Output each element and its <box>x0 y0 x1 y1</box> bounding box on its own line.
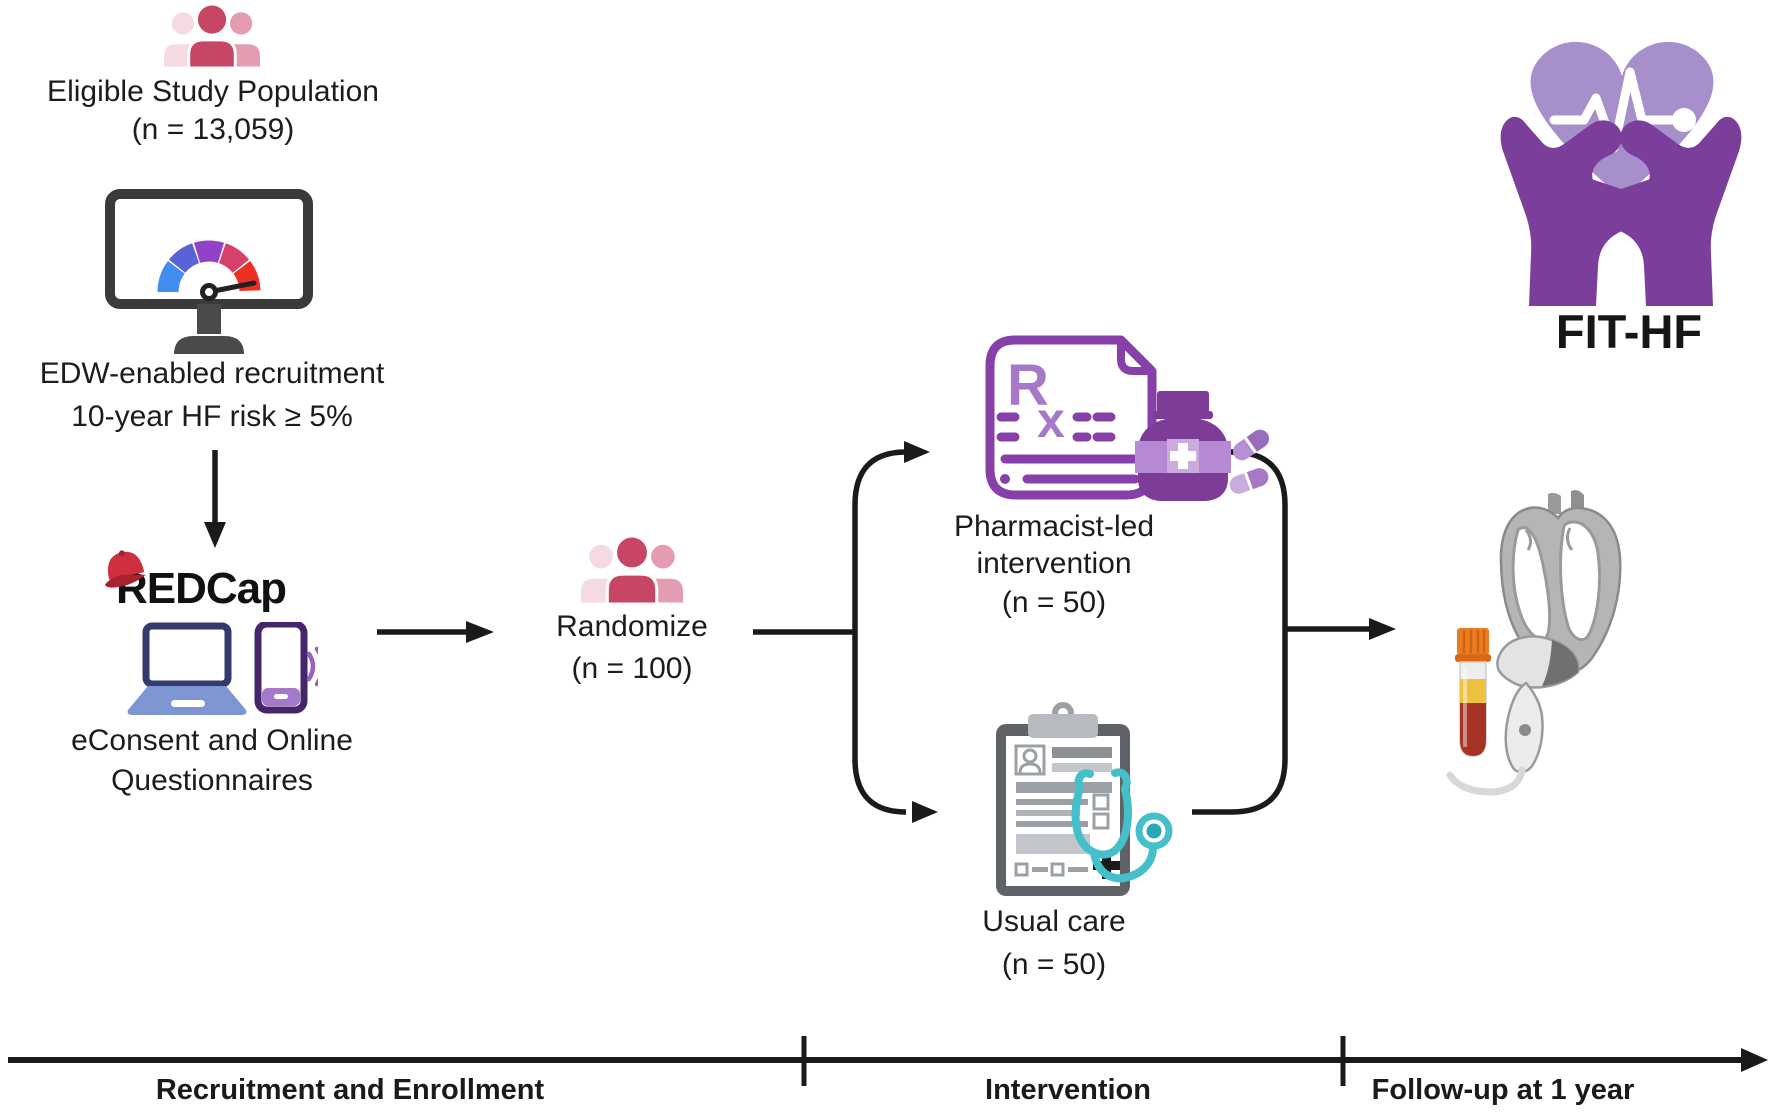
randomize-n: (n = 100) <box>571 652 693 685</box>
intervention-label-line1: Pharmacist-led <box>953 510 1155 543</box>
population-title: Eligible Study Population <box>47 75 379 108</box>
edw-label-line1: EDW-enabled recruitment <box>39 357 385 390</box>
fithf-logo-icon <box>1500 41 1742 306</box>
rx-letter-r: R <box>1007 353 1049 418</box>
redcap-cap-icon <box>104 550 146 588</box>
usual-care-n: (n = 50) <box>1001 948 1107 981</box>
clipboard-stethoscope-icon <box>996 702 1173 896</box>
laptop-phone-icon <box>127 622 318 715</box>
redcap-wordmark: REDCap <box>116 564 287 613</box>
capsule-pills-icon <box>1229 429 1270 494</box>
pill-bottle-icon <box>1135 391 1231 501</box>
medical-plus-icon <box>1093 852 1120 879</box>
logo-hands-shape <box>1500 116 1742 306</box>
randomize-label: Randomize <box>556 610 708 643</box>
intervention-label-line2: intervention <box>976 547 1132 580</box>
timeline-ticks <box>801 1036 1346 1086</box>
arrowheads <box>204 441 1768 1072</box>
econsent-label-line1: eConsent and Online <box>71 724 353 757</box>
risk-gauge-monitor-icon <box>105 189 313 354</box>
echocardiogram-heart-icon <box>1446 490 1622 796</box>
edw-label-line2: 10-year HF risk ≥ 5% <box>71 400 353 433</box>
branch-split-lines <box>753 449 907 815</box>
prescription-rx-icon: R x <box>985 335 1270 501</box>
rx-letter-x: x <box>1037 392 1065 448</box>
laptop-screen <box>142 622 232 688</box>
phase-label-recruitment: Recruitment and Enrollment <box>155 1074 545 1106</box>
study-logo-name: FIT-HF <box>1555 305 1703 358</box>
converge-bracket <box>1180 449 1288 815</box>
clipboard-paper-content <box>1014 744 1120 879</box>
phase-label-intervention: Intervention <box>985 1074 1151 1106</box>
intervention-n: (n = 50) <box>1001 586 1107 619</box>
blood-tube-icon <box>1455 628 1491 757</box>
phase-label-followup: Follow-up at 1 year <box>1371 1074 1635 1106</box>
usual-care-label: Usual care <box>982 905 1126 938</box>
econsent-label-line2: Questionnaires <box>111 764 313 797</box>
population-n: (n = 13,059) <box>131 113 295 146</box>
people-group-icon <box>161 4 263 68</box>
ultrasound-probe-icon <box>1446 635 1580 796</box>
randomize-people-icon <box>577 536 687 604</box>
signal-waves-icon <box>306 646 318 687</box>
